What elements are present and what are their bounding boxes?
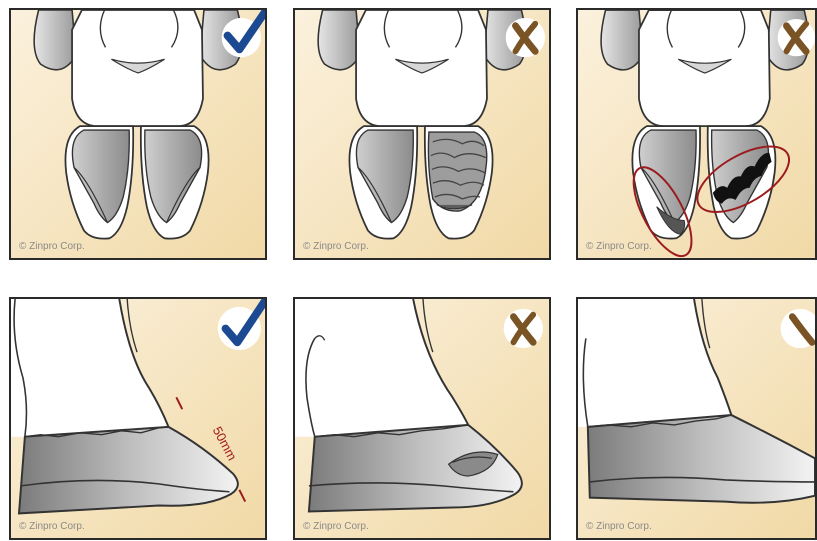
side-view-illustration bbox=[578, 299, 815, 538]
sole-view-illustration bbox=[11, 10, 265, 258]
copyright-credit: © Zinpro Corp. bbox=[586, 241, 652, 252]
copyright-credit: © Zinpro Corp. bbox=[19, 521, 85, 532]
cross-icon bbox=[506, 18, 545, 57]
copyright-credit: © Zinpro Corp. bbox=[586, 521, 652, 532]
side-view-illustration bbox=[295, 299, 549, 538]
copyright-credit: © Zinpro Corp. bbox=[303, 241, 369, 252]
side-view-illustration bbox=[11, 299, 265, 538]
panel-side-correct: 50mm © Zinpro Corp. bbox=[9, 297, 267, 540]
panel-side-lesion: © Zinpro Corp. bbox=[293, 297, 551, 540]
sole-view-illustration bbox=[295, 10, 549, 258]
copyright-credit: © Zinpro Corp. bbox=[303, 521, 369, 532]
panel-side-overgrown: © Zinpro Corp. bbox=[576, 297, 817, 540]
cross-icon bbox=[778, 19, 815, 56]
dewclaw-left bbox=[34, 10, 76, 70]
dewclaw-left bbox=[601, 10, 643, 70]
panel-sole-lesion: © Zinpro Corp. bbox=[293, 8, 551, 260]
sole-view-illustration bbox=[578, 10, 815, 258]
panel-sole-highlighted-lesions: © Zinpro Corp. bbox=[576, 8, 817, 260]
panel-sole-correct: © Zinpro Corp. bbox=[9, 8, 267, 260]
copyright-credit: © Zinpro Corp. bbox=[19, 241, 85, 252]
cross-icon bbox=[504, 309, 543, 348]
dewclaw-left bbox=[318, 10, 360, 70]
